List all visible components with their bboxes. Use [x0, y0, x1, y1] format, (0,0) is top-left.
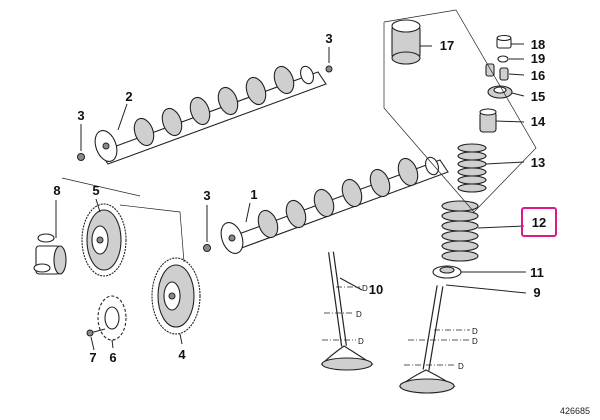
plug-upper-left[interactable] [77, 153, 85, 161]
callout-4: 4 [178, 347, 186, 362]
dim-mark-d: D [472, 327, 478, 336]
callout-17: 17 [440, 38, 454, 53]
callout-19: 19 [531, 51, 545, 66]
sensor-disc[interactable] [97, 295, 127, 341]
callout-9: 9 [533, 285, 540, 300]
callout-14: 14 [531, 114, 546, 129]
spring-seat[interactable] [432, 265, 462, 279]
plug-lower-left[interactable] [203, 244, 211, 252]
valve-keeper[interactable] [485, 63, 509, 81]
valve-left[interactable] [320, 251, 374, 371]
camshaft-lower[interactable] [217, 155, 449, 256]
callout-16: 16 [531, 68, 545, 83]
callout-3-top: 3 [325, 31, 332, 46]
dim-mark-d: D [458, 362, 464, 371]
dim-mark-d: D [356, 310, 362, 319]
sprocket-upper[interactable] [81, 203, 127, 277]
callout-12[interactable]: 12 [532, 215, 546, 230]
tappet[interactable] [391, 19, 421, 65]
callout-18: 18 [531, 37, 545, 52]
stem-seal[interactable] [479, 108, 497, 133]
callout-13: 13 [531, 155, 545, 170]
callout-6: 6 [109, 350, 116, 365]
valve-spring-inner[interactable] [457, 143, 487, 193]
callout-7: 7 [89, 350, 96, 365]
leader-lines [55, 43, 527, 351]
callout-3-left: 3 [77, 108, 84, 123]
callout-8: 8 [53, 183, 60, 198]
callout-2: 2 [125, 89, 132, 104]
callout-1: 1 [250, 187, 257, 202]
callout-15: 15 [531, 89, 545, 104]
valve-right[interactable] [398, 285, 456, 394]
plug-upper-right[interactable] [325, 65, 333, 73]
camshaft-upper[interactable] [91, 64, 327, 165]
shim[interactable] [496, 34, 512, 49]
o-ring[interactable] [497, 55, 509, 63]
callout-10: 10 [369, 282, 383, 297]
callout-5: 5 [92, 183, 99, 198]
bolt[interactable] [86, 328, 106, 337]
valve-spring-outer[interactable] [441, 200, 479, 262]
dim-mark-d: D [472, 337, 478, 346]
sprocket-lower[interactable] [151, 257, 201, 335]
dim-mark-d: D [362, 284, 368, 293]
spring-retainer[interactable] [487, 85, 513, 99]
flange-hub[interactable] [33, 233, 67, 275]
dim-mark-d: D [358, 337, 364, 346]
diagram-reference-number: 426685 [560, 406, 590, 416]
callout-11: 11 [530, 265, 544, 280]
callout-3-mid: 3 [203, 188, 210, 203]
highlight-box [521, 207, 557, 237]
